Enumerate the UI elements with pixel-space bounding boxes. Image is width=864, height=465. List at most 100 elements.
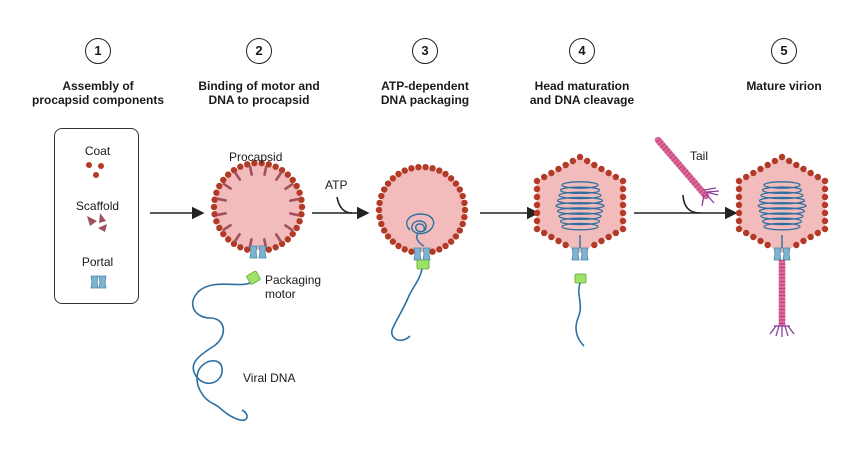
dna-coil-loop xyxy=(757,201,807,210)
capsid-subunit xyxy=(452,233,460,240)
scaffold-protein xyxy=(222,182,232,190)
capsid-subunit xyxy=(375,206,383,214)
capsid-subunit xyxy=(230,240,238,248)
capsid-subunit xyxy=(298,196,305,203)
capsid-subunit xyxy=(583,157,591,165)
capsid-subunit xyxy=(293,224,300,232)
capsid-subunit xyxy=(814,173,822,181)
capsid-subunit xyxy=(771,157,779,165)
capsid-subunit xyxy=(401,246,408,253)
capsid-subunit xyxy=(289,176,296,184)
capsid-subunit xyxy=(284,171,292,178)
capsid-subunit xyxy=(389,175,397,182)
capsid-subunit xyxy=(619,209,627,217)
capsid-subunit xyxy=(296,218,303,225)
capsid-subunit xyxy=(750,233,757,241)
capsid-subunit xyxy=(461,213,468,221)
dna-coil-loop xyxy=(555,201,605,210)
capsid-subunit xyxy=(422,163,429,171)
procapsid-packaging xyxy=(375,163,469,255)
dna-coil-loop xyxy=(556,207,604,215)
capsid-subunit xyxy=(408,165,415,172)
capsid-subunit xyxy=(258,159,265,167)
tail-input-arrow xyxy=(682,194,701,214)
capsid-subunit xyxy=(735,201,743,209)
capsid-subunit xyxy=(243,246,251,253)
capsid-subunit xyxy=(384,233,392,240)
dna-coil-loop xyxy=(760,212,804,221)
capsid-subunit xyxy=(461,206,469,214)
scaffold-protein xyxy=(289,197,300,202)
capsid-subunit xyxy=(533,193,541,201)
capsid-subunit xyxy=(555,237,562,245)
capsid-subunit xyxy=(237,244,244,251)
dna-coil-loop xyxy=(761,186,803,195)
capsid-subunit xyxy=(591,161,598,169)
capsid-subunit xyxy=(742,229,750,237)
capsid-subunit xyxy=(619,177,627,185)
capsid-subunit xyxy=(216,182,223,190)
capsid-subunit xyxy=(619,225,627,233)
scaffold-protein xyxy=(248,165,253,176)
capsid-subunit xyxy=(764,241,771,249)
capsid-subunit xyxy=(821,225,829,233)
capsid-subunit xyxy=(415,163,422,171)
capsid-subunit xyxy=(778,153,786,161)
capsid-subunit xyxy=(298,203,306,211)
atp-label: ATP xyxy=(325,178,348,192)
capsid-subunit xyxy=(548,169,555,177)
tail-label: Tail xyxy=(690,149,709,163)
capsid-subunit xyxy=(211,211,218,218)
step-2-number: 2 xyxy=(246,38,272,64)
scaffold-protein xyxy=(263,165,268,176)
capsid-subunit xyxy=(533,177,541,185)
dna-packaging-coil xyxy=(406,213,435,247)
scaffold-protein xyxy=(222,223,232,231)
scaffold-protein xyxy=(234,171,242,181)
cleaved-dna-strand xyxy=(575,282,585,347)
capsid-subunit xyxy=(401,167,408,174)
capsid-subunit xyxy=(800,165,807,173)
portal-icon xyxy=(249,245,267,259)
viral-dna-strand xyxy=(192,282,251,422)
capsid-subunit xyxy=(213,189,220,196)
capsid-subunit xyxy=(224,171,232,178)
capsid-subunit xyxy=(251,159,258,167)
capsid-subunit xyxy=(821,209,829,217)
dna-coil-loop xyxy=(556,196,604,205)
scaffold-protein xyxy=(275,171,283,181)
scaffold-protein xyxy=(274,233,282,243)
capsid-subunit xyxy=(243,161,251,168)
capsid-subunit xyxy=(533,201,541,209)
capsid-subunit xyxy=(821,185,829,193)
viral-dna-label: Viral DNA xyxy=(243,371,296,385)
capsid-subunit xyxy=(216,224,223,232)
capsid-subunit xyxy=(598,165,605,173)
free-tail-icon xyxy=(654,136,720,207)
capsid-subunit xyxy=(452,180,460,187)
capsid-subunit xyxy=(533,209,541,217)
capsid-subunit xyxy=(429,248,436,255)
capsid-subunit xyxy=(569,157,577,165)
scaffold-protein xyxy=(216,212,227,217)
capsid-subunit xyxy=(395,242,402,250)
portal-label: Portal xyxy=(81,255,114,269)
capsid-subunit xyxy=(591,241,598,249)
capsid-subunit xyxy=(785,157,793,165)
scaffold-protein xyxy=(289,212,300,217)
capsid-subunit xyxy=(619,217,627,225)
capsid-subunit xyxy=(793,241,800,249)
capsid-subunit xyxy=(800,237,807,245)
portal-icon xyxy=(571,247,589,261)
portal-icon xyxy=(413,247,431,261)
dna-coil-loop xyxy=(559,217,601,226)
procapsid xyxy=(210,159,306,253)
capsid-subunit xyxy=(456,227,464,234)
capsid-subunit xyxy=(814,229,822,237)
capsid-subunit xyxy=(540,229,548,237)
dna-coil-loop xyxy=(763,181,801,189)
capsid-subunit xyxy=(213,218,220,225)
